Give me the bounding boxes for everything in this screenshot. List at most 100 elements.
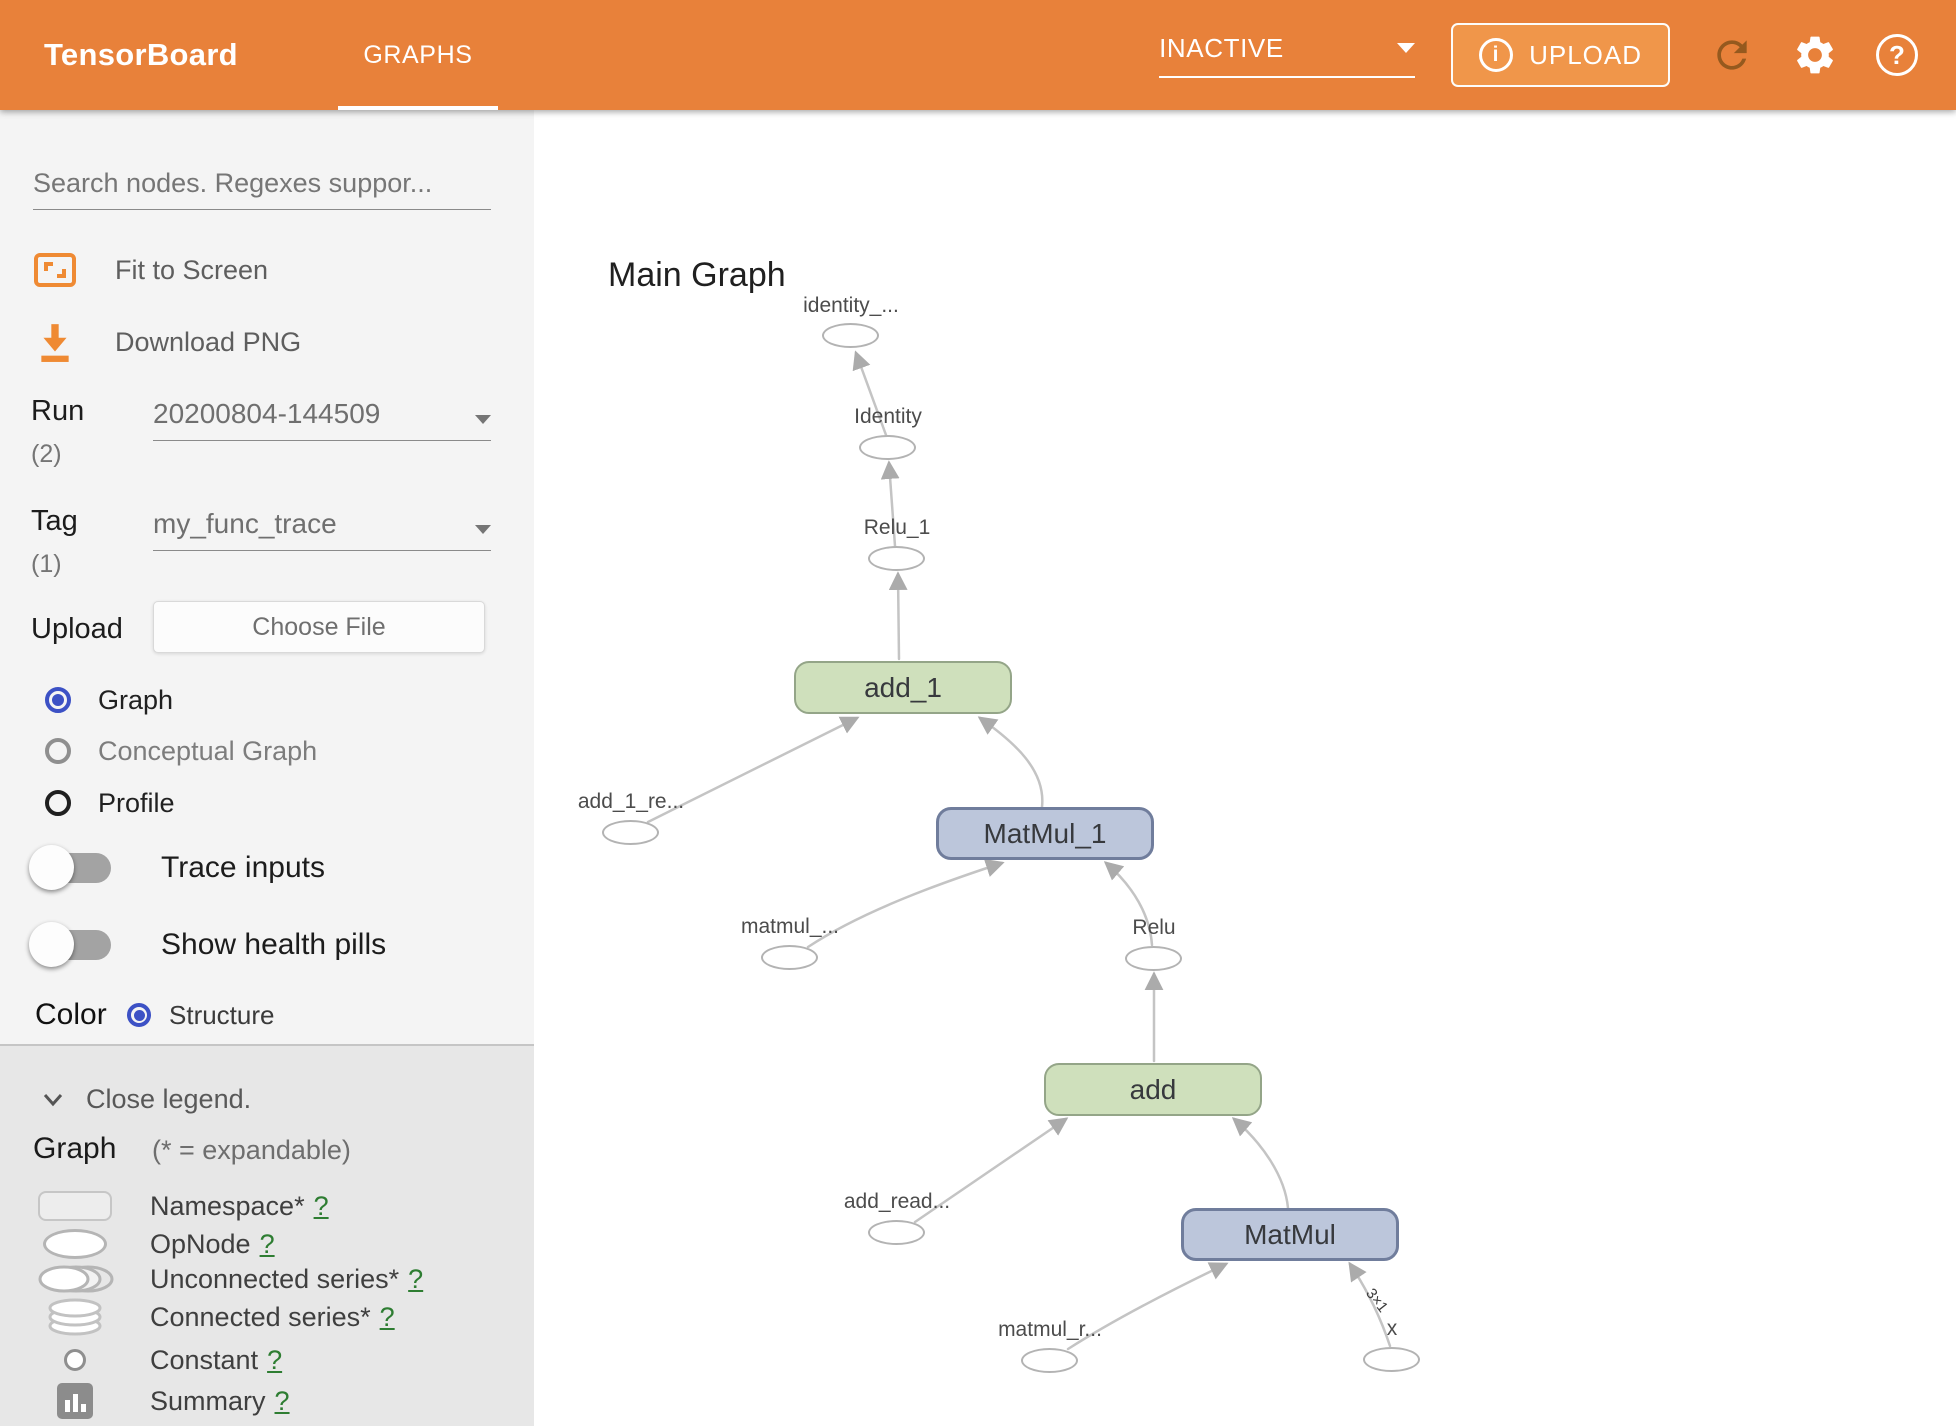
run-select-value: 20200804-144509 xyxy=(153,398,381,429)
download-png-label: Download PNG xyxy=(115,326,302,357)
help-link[interactable]: ? xyxy=(267,1344,283,1375)
refresh-icon[interactable] xyxy=(1710,33,1754,77)
sidebar: Fit to Screen Download PNG Run (2) 20200… xyxy=(0,110,534,1426)
radio-unselected-icon xyxy=(45,790,71,816)
summary-icon xyxy=(57,1383,93,1419)
radio-profile-label: Profile xyxy=(98,787,175,818)
node-relu[interactable] xyxy=(1125,946,1182,971)
legend-item-constant: Constant ? xyxy=(0,1342,534,1378)
legend-panel: Close legend. Graph (* = expandable) Nam… xyxy=(0,1044,534,1426)
color-by-row: Color Structure xyxy=(35,998,275,1032)
namespace-icon xyxy=(38,1191,112,1221)
chevron-down-icon xyxy=(475,415,491,424)
radio-conceptual-graph[interactable]: Conceptual Graph xyxy=(45,735,317,767)
run-count: (2) xyxy=(31,440,62,468)
tag-select-value: my_func_trace xyxy=(153,508,337,539)
tag-count: (1) xyxy=(31,550,62,578)
toggle-track xyxy=(29,845,111,890)
search-input[interactable] xyxy=(33,162,491,210)
fit-to-screen-button[interactable]: Fit to Screen xyxy=(33,240,268,300)
show-health-pills-label: Show health pills xyxy=(161,928,387,961)
legend-item-summary: Summary ? xyxy=(0,1383,534,1419)
trace-inputs-toggle[interactable]: Trace inputs xyxy=(29,845,325,891)
edge-add1-to-relu1 xyxy=(888,571,908,661)
app-logo: TensorBoard xyxy=(44,37,238,72)
opnode-icon xyxy=(43,1229,107,1259)
run-label: Run xyxy=(31,395,85,427)
radio-structure[interactable] xyxy=(127,1003,151,1027)
tab-graphs[interactable]: GRAPHS xyxy=(337,0,498,110)
help-link[interactable]: ? xyxy=(379,1301,395,1332)
node-matmul[interactable]: MatMul xyxy=(1181,1208,1399,1261)
edge-matmul1-to-add1 xyxy=(977,716,1044,809)
chevron-down-icon xyxy=(1397,43,1416,53)
node-add-read[interactable] xyxy=(868,1220,925,1245)
node-add-1-re[interactable] xyxy=(602,820,659,845)
status-dropdown-value: INACTIVE xyxy=(1159,32,1284,63)
node-identity[interactable] xyxy=(859,435,916,460)
node-add[interactable]: add xyxy=(1044,1063,1262,1116)
tab-graphs-label: GRAPHS xyxy=(363,40,473,69)
node-label: add_read... xyxy=(843,1190,951,1213)
help-link[interactable]: ? xyxy=(408,1263,424,1294)
tag-label: Tag xyxy=(31,505,78,537)
edge-x-to-matmul xyxy=(1348,1261,1392,1348)
node-matmul-1[interactable]: MatMul_1 xyxy=(936,807,1154,860)
edge-add1re-to-add1 xyxy=(646,716,860,824)
node-relu-1[interactable] xyxy=(868,546,925,571)
legend-item-opnode: OpNode ? xyxy=(0,1226,534,1262)
upload-button-label: UPLOAD xyxy=(1529,39,1642,70)
toggle-knob xyxy=(29,922,74,967)
toggle-track xyxy=(29,922,111,967)
legend-expandable-note: (* = expandable) xyxy=(152,1135,351,1165)
help-link[interactable]: ? xyxy=(274,1385,290,1416)
show-health-pills-toggle[interactable]: Show health pills xyxy=(29,922,387,968)
choose-file-button[interactable]: Choose File xyxy=(153,601,485,653)
settings-gear-icon[interactable] xyxy=(1792,32,1838,78)
app-header: TensorBoard GRAPHS INACTIVE i UPLOAD ? xyxy=(0,0,1956,110)
node-identity-out[interactable] xyxy=(822,323,879,348)
radio-graph[interactable]: Graph xyxy=(45,684,173,716)
color-structure-label: Structure xyxy=(169,999,275,1030)
color-label: Color xyxy=(35,998,107,1031)
node-label: Relu xyxy=(1132,916,1176,939)
fit-to-screen-icon xyxy=(34,253,76,287)
edge-relu-to-matmul1 xyxy=(1103,861,1154,947)
node-add-1[interactable]: add_1 xyxy=(794,661,1012,714)
node-matmul-r[interactable] xyxy=(1021,1348,1078,1373)
chevron-down-icon xyxy=(43,1093,63,1106)
toggle-knob xyxy=(29,845,74,890)
tag-select[interactable]: my_func_trace xyxy=(153,508,491,551)
constant-icon xyxy=(64,1349,86,1371)
download-icon xyxy=(41,324,69,362)
legend-item-namespace: Namespace* ? xyxy=(0,1188,534,1224)
help-icon-glyph: ? xyxy=(1876,34,1918,76)
page-title: Main Graph xyxy=(608,256,786,294)
upload-label: Upload xyxy=(31,613,123,645)
status-dropdown[interactable]: INACTIVE xyxy=(1159,32,1416,78)
graph-pane[interactable]: Main Graph identity_... Identity Relu_1 … xyxy=(534,110,1956,1426)
fit-to-screen-label: Fit to Screen xyxy=(115,254,269,285)
radio-conceptual-label: Conceptual Graph xyxy=(98,735,318,766)
radio-graph-label: Graph xyxy=(98,684,174,715)
legend-item-unconnected-series: Unconnected series* ? xyxy=(0,1261,534,1297)
node-label: matmul_r... xyxy=(998,1318,1102,1341)
node-x[interactable] xyxy=(1363,1347,1420,1372)
close-legend-label: Close legend. xyxy=(86,1084,252,1114)
download-png-button[interactable]: Download PNG xyxy=(33,312,301,372)
radio-profile[interactable]: Profile xyxy=(45,787,175,819)
close-legend-button[interactable]: Close legend. xyxy=(42,1084,251,1115)
run-select[interactable]: 20200804-144509 xyxy=(153,398,491,441)
radio-selected-icon xyxy=(45,687,71,713)
graph-edges xyxy=(646,350,1392,1351)
help-icon[interactable]: ? xyxy=(1876,34,1918,76)
info-icon: i xyxy=(1479,38,1514,72)
node-label: matmul_... xyxy=(740,915,840,938)
upload-button[interactable]: i UPLOAD xyxy=(1451,23,1670,87)
edge-matmulin-to-matmul1 xyxy=(806,859,1005,949)
node-label: x xyxy=(1386,1317,1398,1340)
edge-relu1-to-identity xyxy=(880,460,900,548)
help-link[interactable]: ? xyxy=(313,1190,329,1221)
help-link[interactable]: ? xyxy=(259,1228,275,1259)
node-matmul-in[interactable] xyxy=(761,945,818,970)
